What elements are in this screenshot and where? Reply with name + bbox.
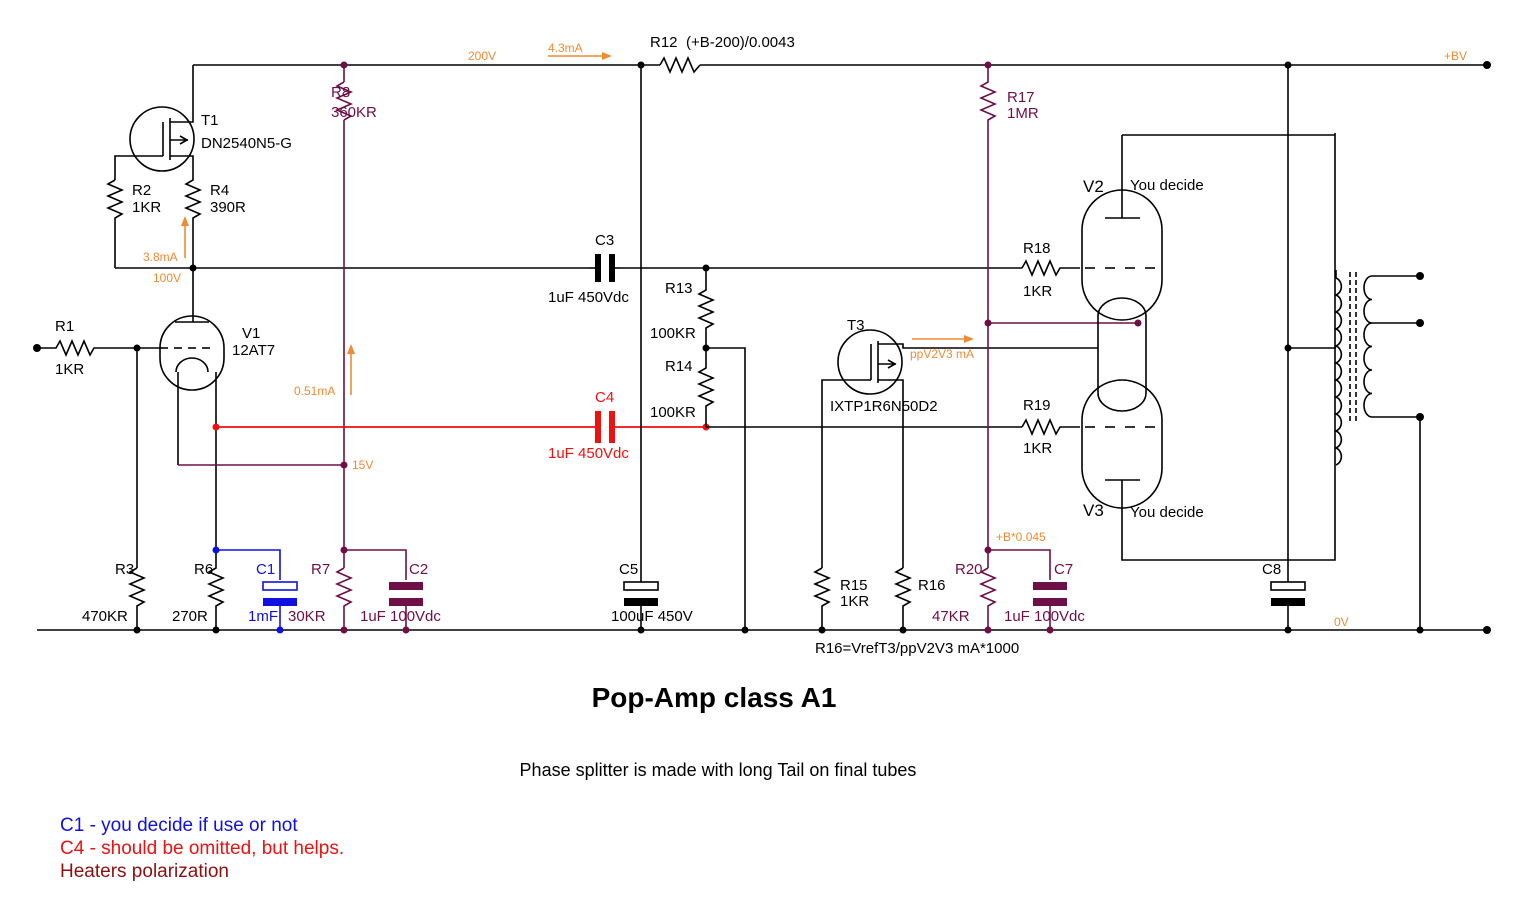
label-V3-value: You decide: [1130, 504, 1204, 521]
label-R15-ref: R15: [840, 577, 868, 594]
output-transformer: [1333, 270, 1424, 630]
label-0-51ma: 0.51mA: [294, 384, 335, 398]
resistor-R3: [127, 567, 147, 634]
resistor-R13: [696, 264, 716, 348]
label-100v: 100V: [153, 271, 181, 285]
label-V2-ref: V2: [1083, 177, 1104, 196]
label-V3-ref: V3: [1083, 501, 1104, 520]
label-R14-ref: R14: [665, 358, 693, 375]
label-T1-ref: T1: [201, 112, 219, 129]
output-wiring: [1122, 61, 1491, 634]
label-C4-value: 1uF 450Vdc: [548, 445, 629, 462]
note-c4: C4 - should be omitted, but helps.: [60, 838, 344, 859]
tube-V1: [159, 315, 225, 550]
label-R6-value: 270R: [172, 608, 208, 625]
label-R2-ref: R2: [132, 182, 151, 199]
output-bias-network: [978, 61, 1142, 634]
tube-V2: [1081, 135, 1163, 393]
capacitor-C4: [212, 411, 710, 443]
capacitor-C1: [212, 546, 298, 634]
mosfet-T3: [821, 329, 1098, 568]
label-V2-value: You decide: [1130, 177, 1204, 194]
label-C7-value: 1uF 100Vdc: [1004, 608, 1085, 625]
label-C7-ref: C7: [1054, 561, 1073, 578]
label-R4-value: 390R: [210, 199, 246, 216]
resistor-R19: [1021, 417, 1155, 437]
resistor-R6: [206, 550, 226, 634]
resistor-R16: [893, 567, 913, 634]
label-200v: 200V: [468, 49, 496, 63]
label-R17-ref: R17: [1007, 89, 1035, 106]
label-R1-value: 1KR: [55, 361, 84, 378]
label-R12-value: (+B-200)/0.0043: [686, 34, 795, 51]
resistor-R4: [183, 161, 203, 268]
label-R19-value: 1KR: [1023, 440, 1052, 457]
label-3-8ma: 3.8mA: [143, 250, 178, 264]
label-V1-value: 12AT7: [232, 342, 275, 359]
tube-V3: [1081, 133, 1336, 561]
note-heaters: Heaters polarization: [60, 861, 229, 882]
heater-bias-network: [178, 61, 423, 634]
current-arrows: [181, 52, 974, 395]
page-subtitle: Phase splitter is made with long Tail on…: [520, 760, 917, 780]
label-R18-ref: R18: [1023, 240, 1051, 257]
label-T3-value: IXTP1R6N50D2: [830, 398, 938, 415]
label-R4-ref: R4: [210, 182, 229, 199]
label-bv: +BV: [1444, 49, 1467, 63]
label-C2-value: 1uF 100Vdc: [360, 608, 441, 625]
label-V1-ref: V1: [242, 325, 260, 342]
resistor-R1: [33, 338, 160, 568]
capacitor-C8: [1270, 581, 1306, 634]
label-R20-value: 47KR: [932, 608, 970, 625]
label-R7-value: 30KR: [288, 608, 326, 625]
label-R20-ref: R20: [955, 561, 983, 578]
label-C1-value: 1mF: [248, 608, 278, 625]
label-R12-ref: R12: [650, 34, 678, 51]
label-R13-value: 100KR: [650, 325, 696, 342]
label-C3-value: 1uF 450Vdc: [548, 289, 629, 306]
label-R14-value: 100KR: [650, 404, 696, 421]
label-R2-value: 1KR: [132, 199, 161, 216]
label-R8-value: 360KR: [331, 104, 377, 121]
label-C8-ref: C8: [1262, 561, 1281, 578]
resistor-R14: [696, 344, 1022, 634]
label-R17-value: 1MR: [1007, 105, 1039, 122]
resistor-R12: [659, 55, 701, 75]
label-b045: +B*0.045: [996, 530, 1046, 544]
capacitor-C3: [590, 254, 620, 282]
label-0v: 0V: [1334, 615, 1349, 629]
label-C1-ref: C1: [256, 561, 275, 578]
label-R19-ref: R19: [1023, 397, 1051, 414]
label-15v: 15V: [352, 458, 373, 472]
label-R6-ref: R6: [194, 561, 213, 578]
label-R3-ref: R3: [115, 561, 134, 578]
mosfet-T1: [114, 65, 195, 180]
label-R13-ref: R13: [665, 280, 693, 297]
resistor-R18: [1021, 258, 1155, 278]
label-R15-value: 1KR: [840, 593, 869, 610]
capacitor-C5: [623, 61, 659, 634]
label-C2-ref: C2: [409, 561, 428, 578]
label-T1-value: DN2540N5-G: [201, 135, 292, 152]
page-title: Pop-Amp class A1: [592, 682, 837, 713]
label-4-3ma: 4.3mA: [548, 41, 583, 55]
label-C5-value: 100uF 450V: [611, 608, 693, 625]
label-C4-ref: C4: [595, 389, 614, 406]
label-R16-ref: R16: [918, 577, 946, 594]
label-C3-ref: C3: [595, 232, 614, 249]
label-R18-value: 1KR: [1023, 283, 1052, 300]
label-R7-ref: R7: [311, 561, 330, 578]
label-C5-ref: C5: [619, 561, 638, 578]
label-ppv2v3: ppV2V3 mA: [910, 347, 974, 361]
label-R8-ref: R8: [331, 84, 350, 101]
resistor-R2: [105, 179, 125, 268]
note-c1: C1 - you decide if use or not: [60, 815, 298, 836]
resistor-R15: [812, 567, 832, 634]
label-R16-formula: R16=VrefT3/ppV2V3 mA*1000: [815, 640, 1019, 657]
label-T3-ref: T3: [847, 317, 865, 334]
label-R1-ref: R1: [55, 318, 74, 335]
anode-v1-net: [115, 264, 1022, 322]
label-R3-value: 470KR: [82, 608, 128, 625]
